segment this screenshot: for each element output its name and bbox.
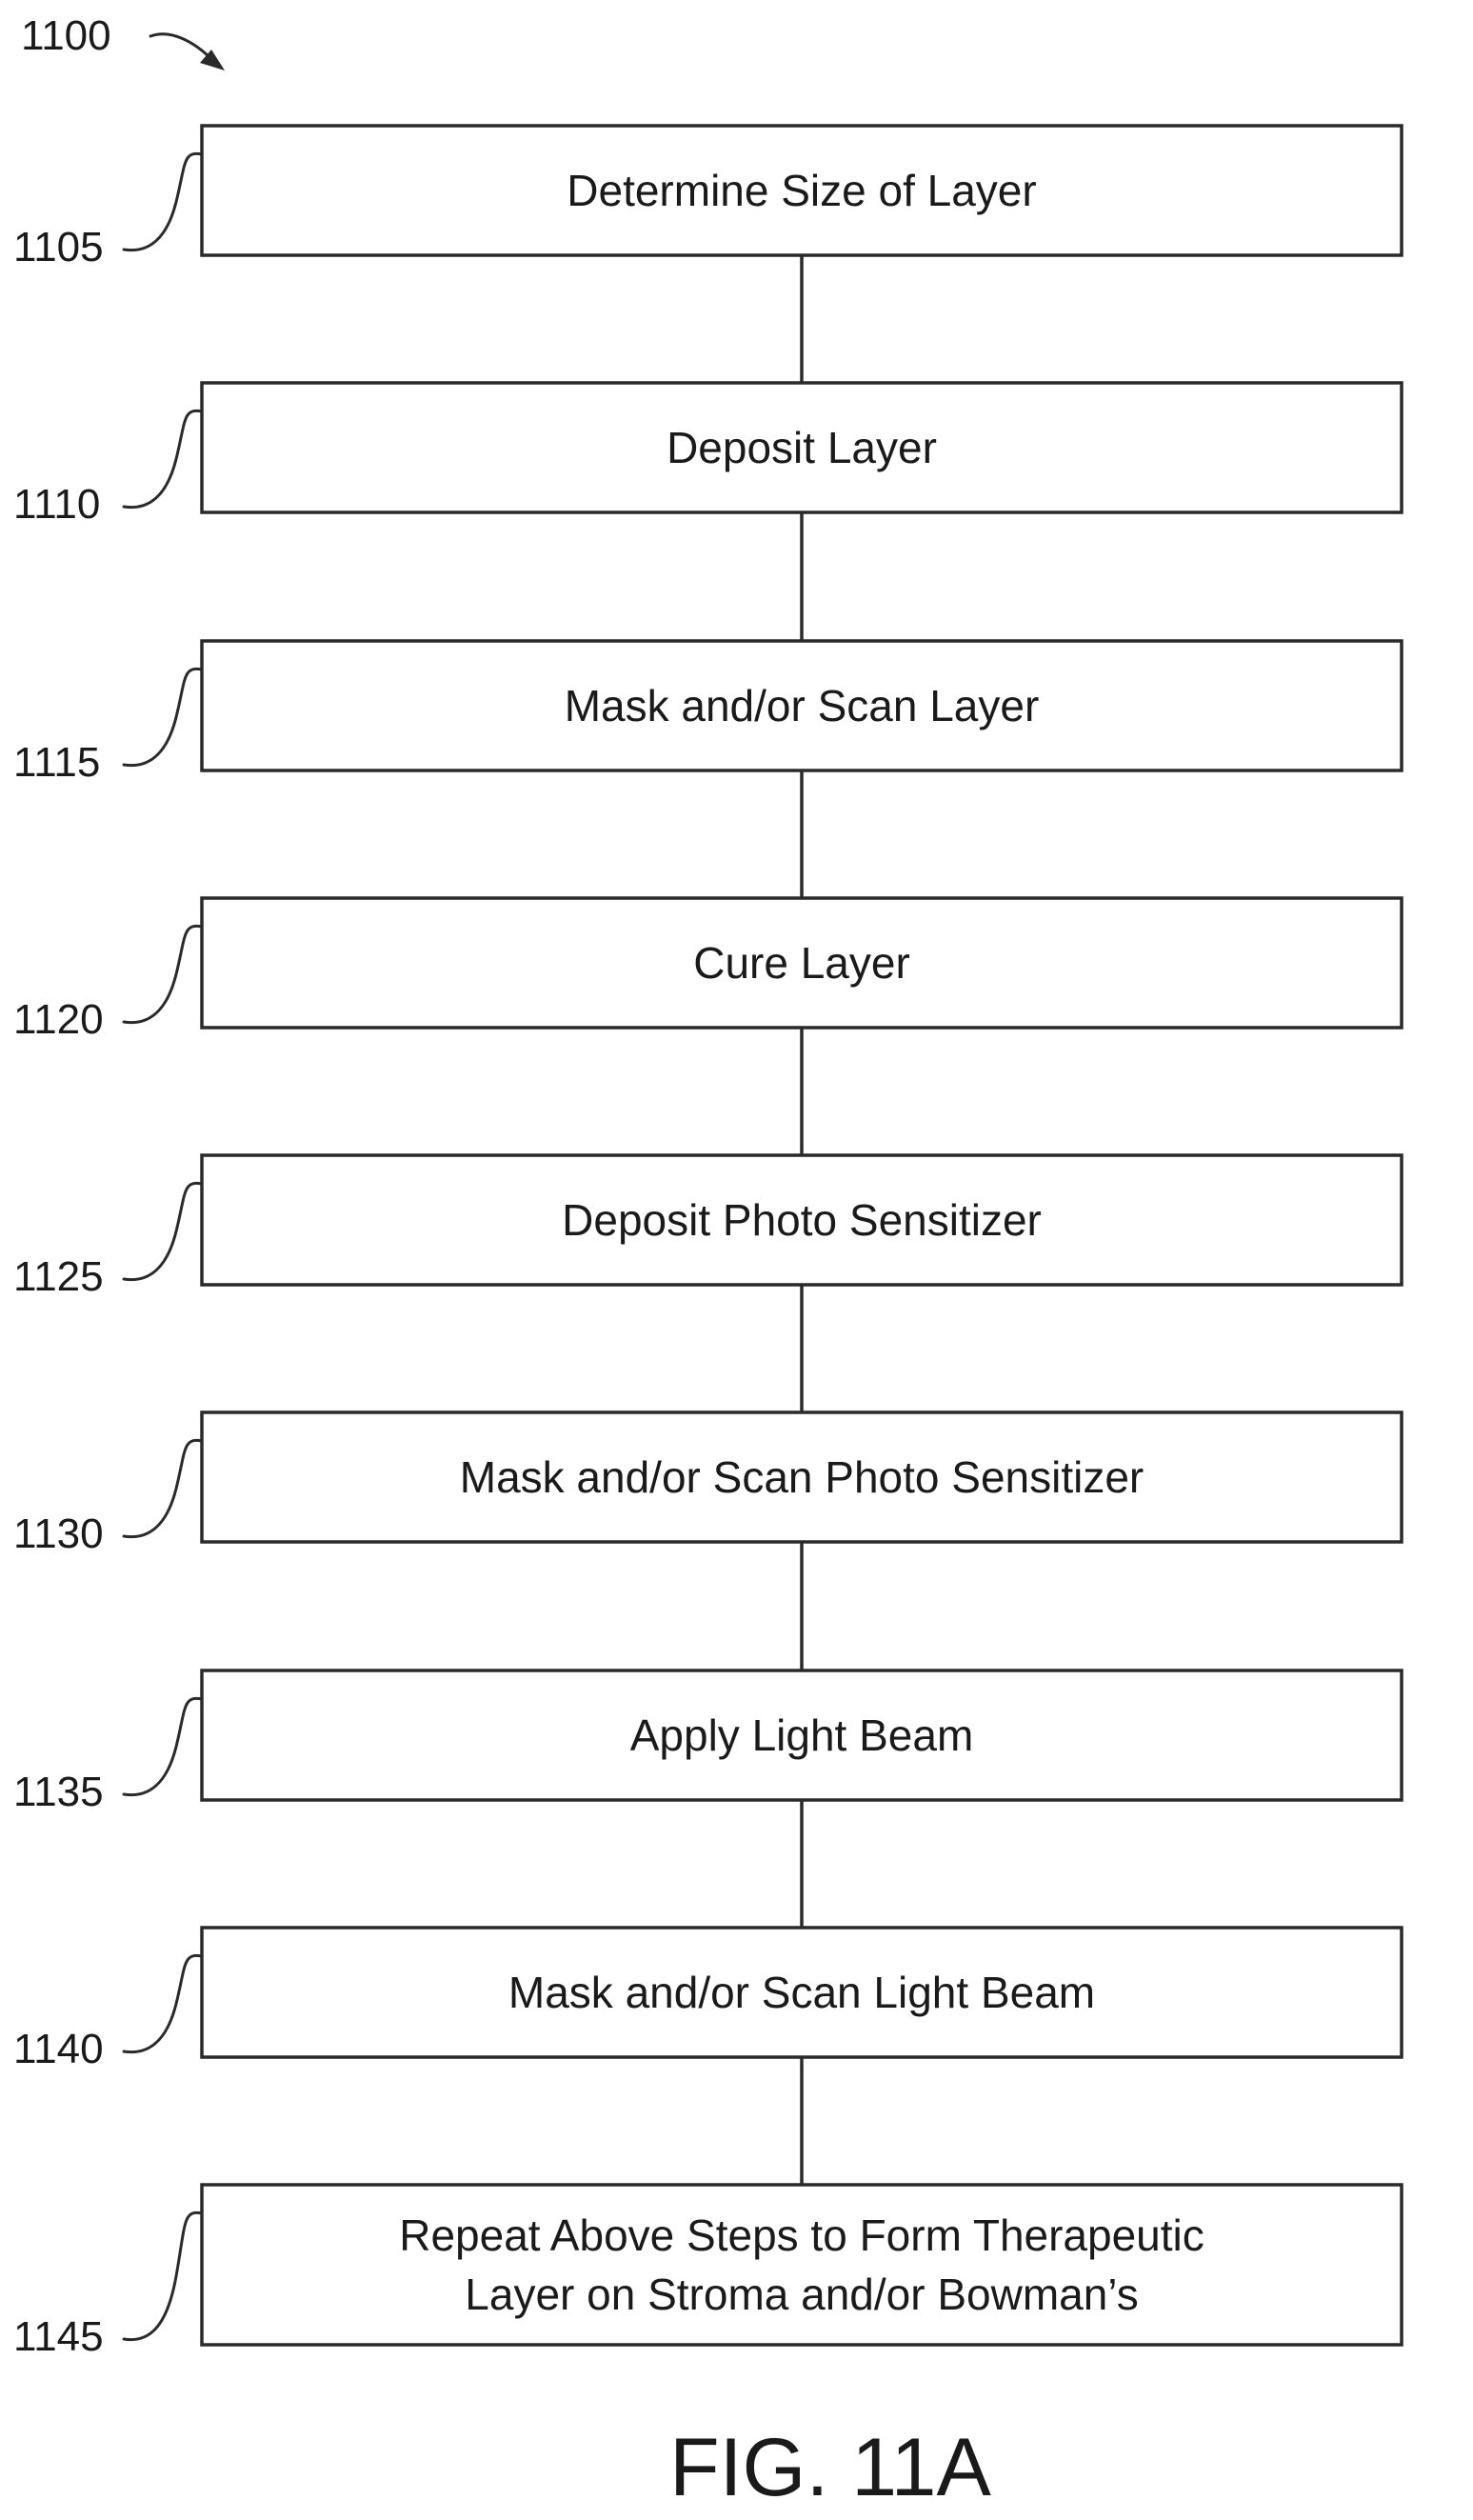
figure-reference-arrow [150, 34, 211, 59]
step-label: Mask and/or Scan Light Beam [508, 1968, 1095, 2017]
reference-leader-line [124, 1955, 202, 2051]
reference-leader-line [124, 926, 202, 1022]
step-reference-number: 1120 [13, 996, 104, 1043]
step-reference-number: 1125 [13, 1253, 104, 1300]
figure-caption: FIG. 11A [669, 2422, 991, 2513]
reference-leader-line [124, 2212, 202, 2339]
process-step: Cure Layer 1120 [13, 898, 1402, 1043]
step-reference-number: 1130 [13, 1510, 104, 1557]
step-label: Deposit Photo Sensitizer [562, 1195, 1042, 1245]
step-label: Cure Layer [693, 938, 910, 988]
step-label: Repeat Above Steps to Form Therapeutic [399, 2210, 1204, 2260]
process-step: Deposit Layer 1110 [13, 383, 1402, 528]
reference-leader-line [124, 1440, 202, 1536]
process-steps: Determine Size of Layer 1105Deposit Layer… [13, 126, 1402, 2360]
step-reference-number: 1110 [13, 481, 100, 528]
reference-leader-line [124, 1698, 202, 1794]
reference-leader-line [124, 410, 202, 507]
step-reference-number: 1145 [13, 2313, 104, 2360]
step-reference-number: 1105 [13, 224, 104, 270]
process-step: Repeat Above Steps to Form TherapeuticLa… [13, 2185, 1402, 2360]
reference-leader-line [124, 669, 202, 765]
process-step: Mask and/or Scan Layer 1115 [13, 641, 1402, 786]
step-reference-number: 1115 [13, 739, 100, 786]
reference-leader-line [124, 1183, 202, 1279]
step-label: Apply Light Beam [630, 1710, 974, 1760]
process-step: Apply Light Beam 1135 [13, 1670, 1402, 1815]
step-reference-number: 1140 [13, 2026, 104, 2072]
step-label: Layer on Stroma and/or Bowman’s [465, 2270, 1138, 2319]
reference-leader-line [124, 153, 202, 250]
step-label: Deposit Layer [667, 423, 937, 472]
process-step: Deposit Photo Sensitizer 1125 [13, 1155, 1402, 1300]
process-step: Determine Size of Layer 1105 [13, 126, 1402, 270]
figure-reference-label: 1100 [21, 12, 111, 59]
process-step: Mask and/or Scan Photo Sensitizer 1130 [13, 1412, 1402, 1557]
step-label: Mask and/or Scan Layer [565, 681, 1040, 730]
step-box [202, 2185, 1402, 2345]
step-label: Mask and/or Scan Photo Sensitizer [460, 1452, 1144, 1502]
process-step: Mask and/or Scan Light Beam 1140 [13, 1928, 1402, 2072]
step-label: Determine Size of Layer [567, 166, 1036, 215]
step-reference-number: 1135 [13, 1769, 104, 1815]
